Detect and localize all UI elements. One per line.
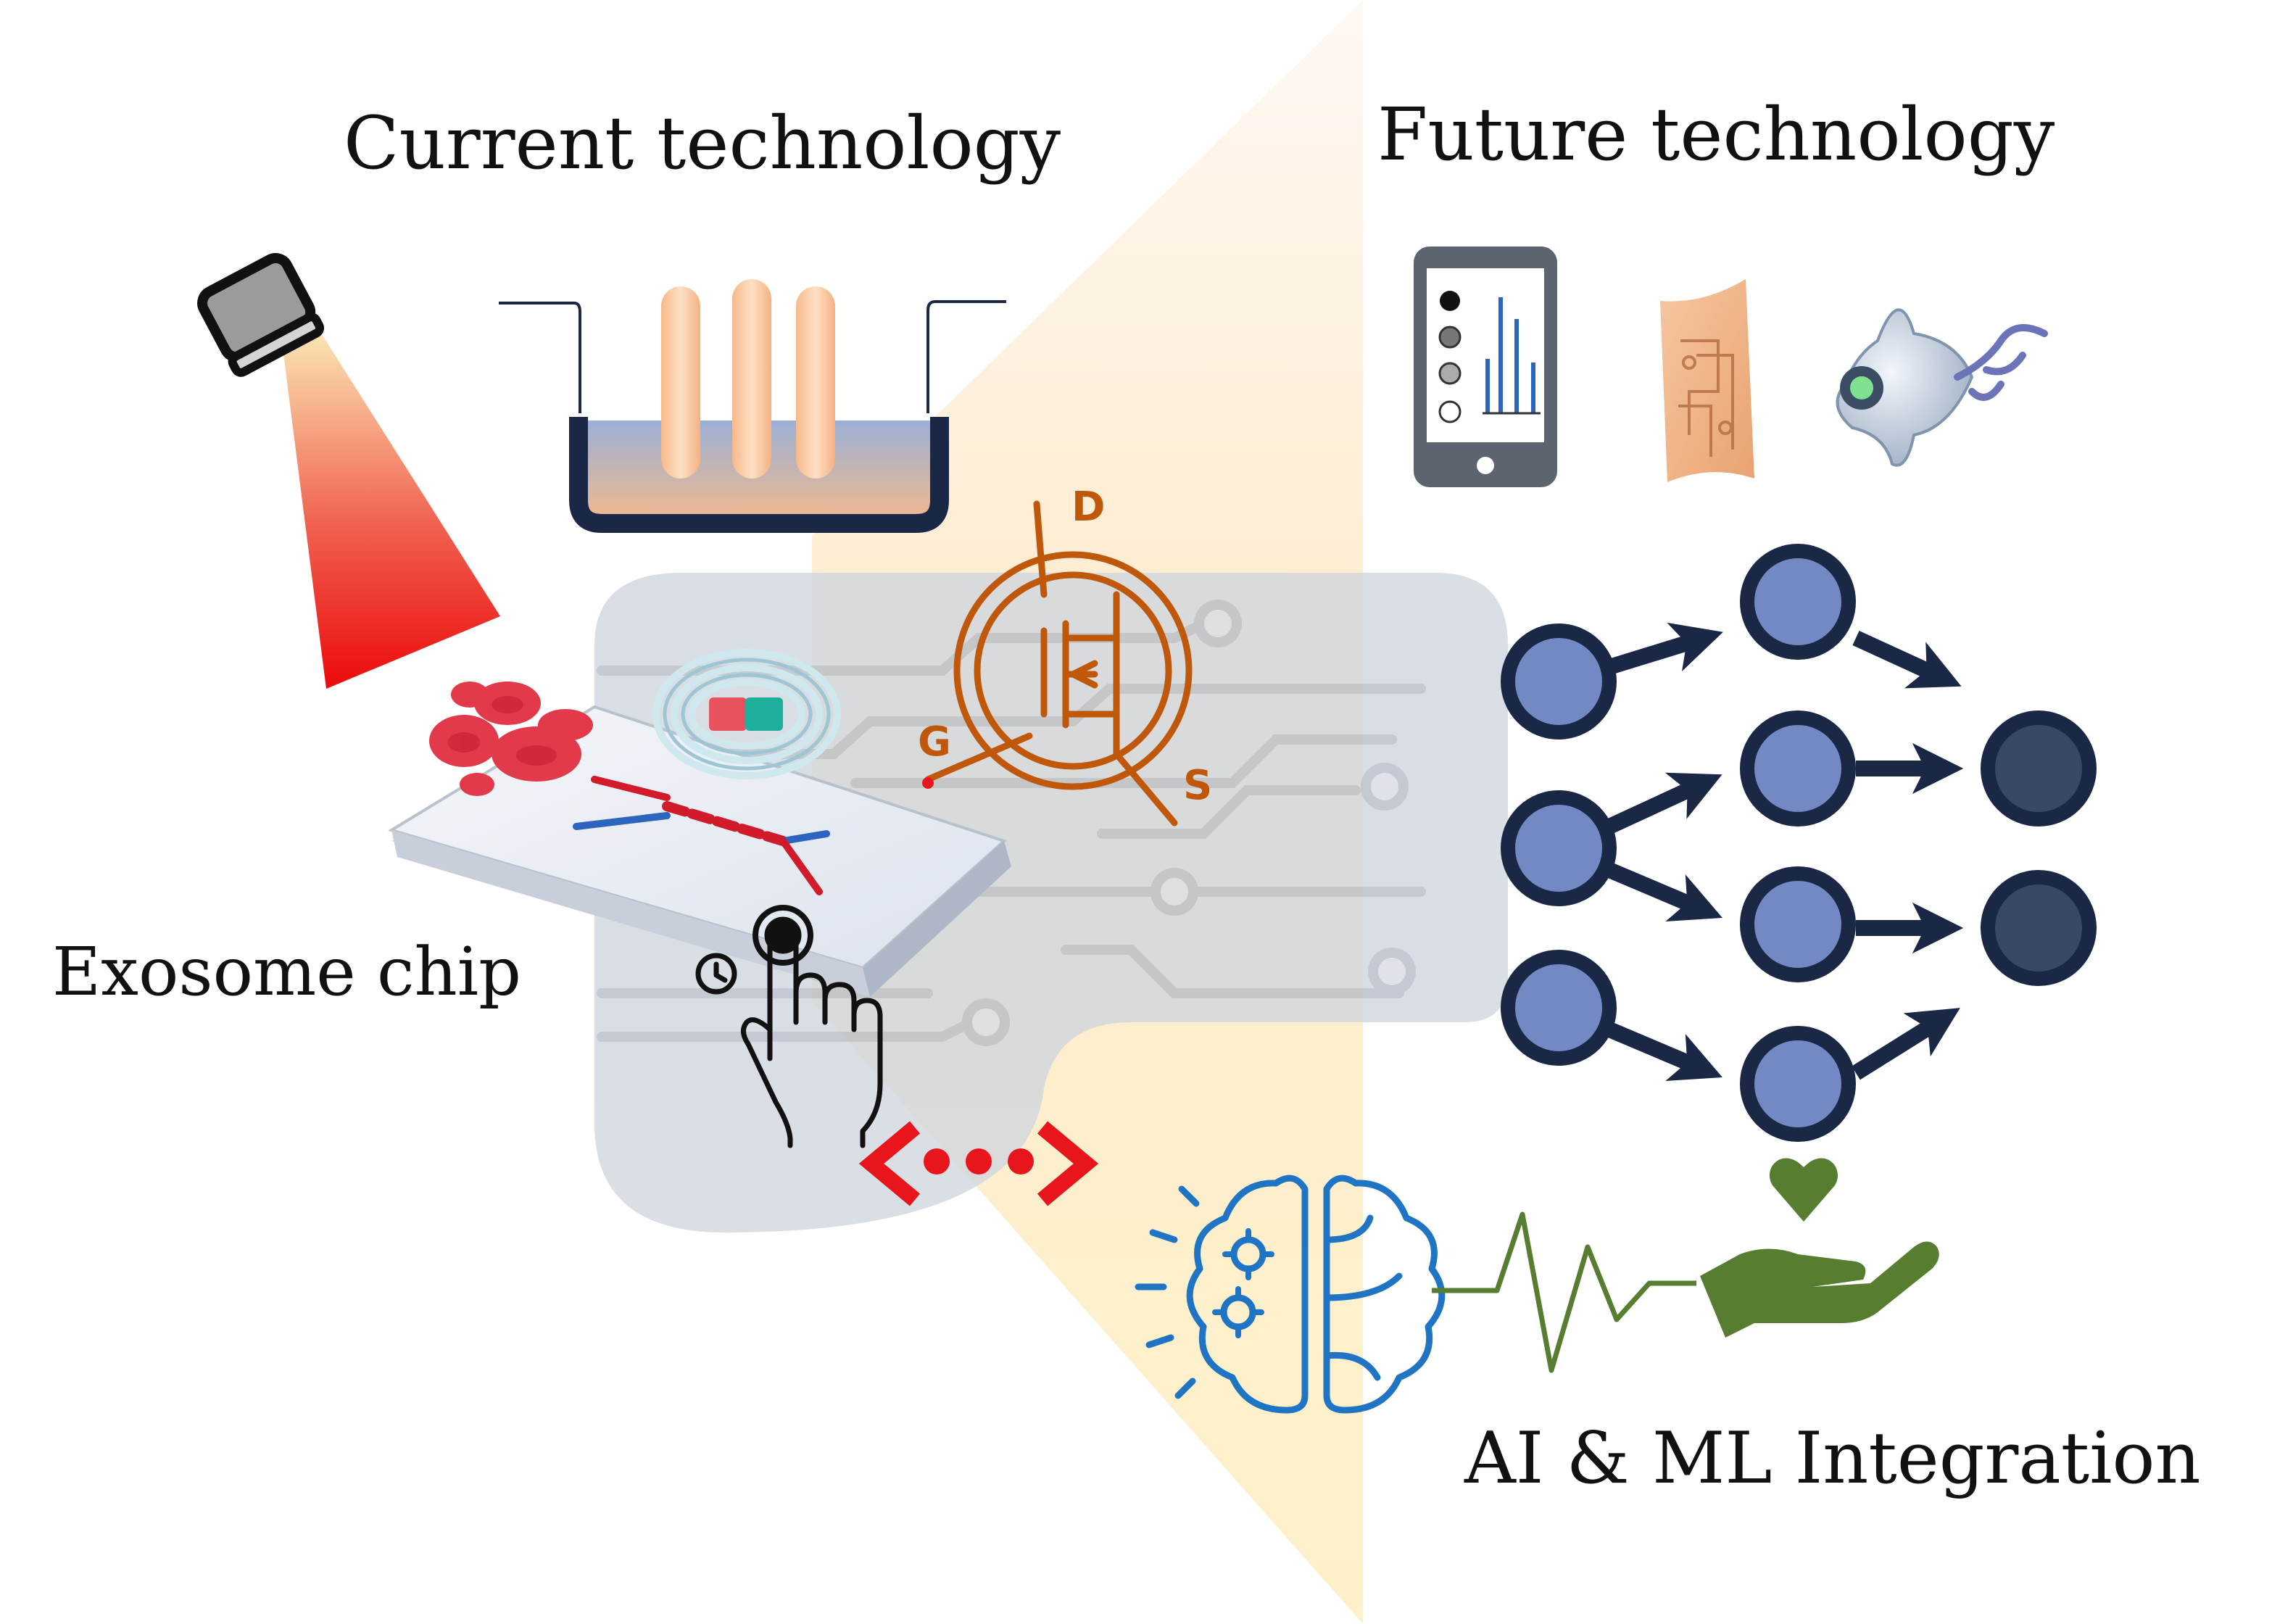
exosome-chip-label: Exosome chip	[52, 933, 522, 1011]
hand-heart-icon	[1700, 1158, 1939, 1338]
smartphone-icon	[1414, 246, 1557, 487]
blood-cells-icon	[429, 682, 593, 796]
future-technology-title: Future technology	[1377, 92, 2055, 177]
transistor-gate-dot	[922, 777, 934, 789]
brain-gears-icon	[1135, 1174, 1446, 1414]
flashlight-icon	[197, 253, 500, 689]
neural-network-icon	[1501, 544, 2097, 1142]
microrobot-icon	[1836, 308, 2048, 467]
transistor-gate-label: G	[918, 718, 951, 766]
heartbeat-icon	[1432, 1211, 1696, 1373]
electrochemical-cell-icon	[499, 279, 1006, 533]
ai-ml-integration-label: AI & ML Integration	[1464, 1417, 2201, 1500]
transistor-drain-label: D	[1071, 484, 1105, 531]
code-brackets-icon	[858, 1121, 1099, 1206]
transistor-icon	[924, 500, 1193, 826]
transistor-source-label: S	[1183, 762, 1212, 809]
flexible-sensor-icon	[1660, 279, 1754, 482]
touch-hand-icon	[695, 905, 883, 1148]
current-technology-title: Current technology	[344, 101, 1061, 186]
magnet-icon	[652, 649, 841, 779]
